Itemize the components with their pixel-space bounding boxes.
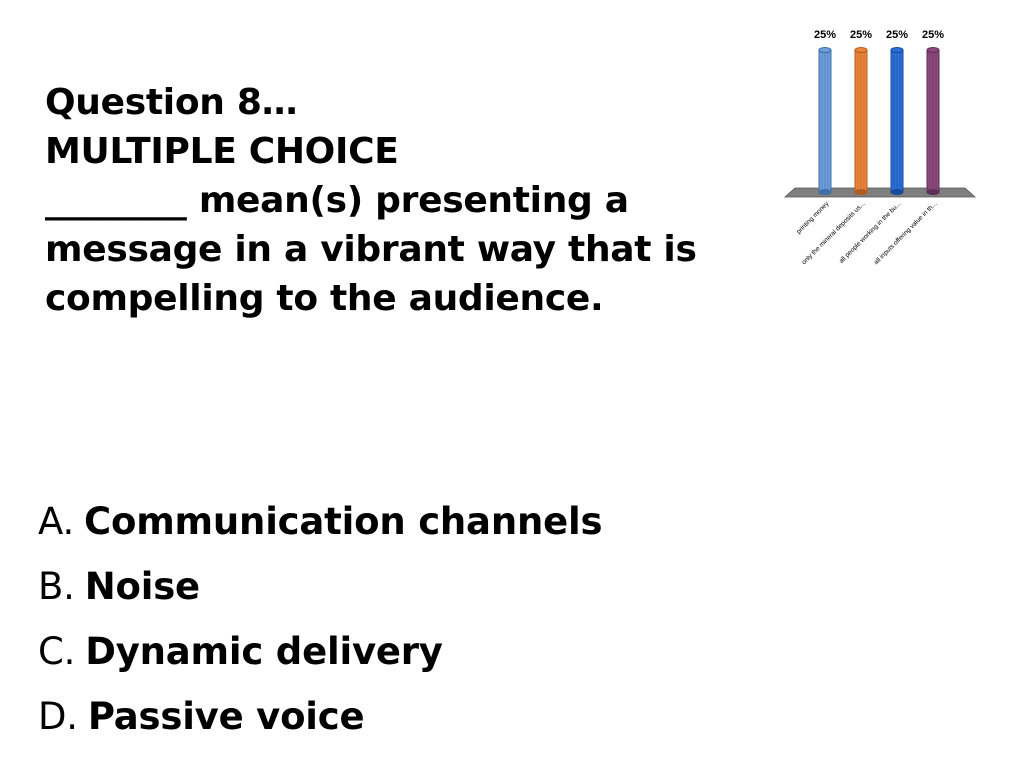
- answer-text-a: Communication channels: [84, 500, 603, 543]
- answer-list: A.Communication channels B.Noise C.Dynam…: [38, 494, 603, 754]
- answer-option-d[interactable]: D.Passive voice: [38, 689, 602, 754]
- chart-data-label: 25%: [850, 29, 872, 41]
- chart-category-label: all people working in the bu...: [838, 200, 903, 265]
- question-type: MULTIPLE CHOICE: [45, 131, 399, 172]
- chart-data-label: 25%: [814, 29, 836, 41]
- answer-option-a[interactable]: A.Communication channels: [38, 494, 603, 559]
- answer-option-c[interactable]: C.Dynamic delivery: [38, 624, 602, 689]
- question-body-line-1: ________ mean(s) presenting a: [45, 180, 629, 221]
- chart-data-label: 25%: [886, 29, 908, 41]
- answer-text-d: Passive voice: [87, 695, 365, 738]
- poll-results-chart: 25% printing money 25% only the mineral dep…: [770, 20, 990, 300]
- chart-category-label: all inputs offering value in th...: [873, 200, 939, 266]
- answer-text-b: Noise: [84, 565, 200, 608]
- chart-category-label: printing money: [795, 200, 831, 236]
- answer-text-c: Dynamic delivery: [85, 630, 443, 673]
- chart-bar-base: [854, 189, 868, 195]
- question-number: Question 8…: [45, 82, 298, 123]
- chart-bar-cap: [854, 47, 868, 53]
- chart-bar-base: [926, 189, 940, 195]
- chart-bar-cap: [890, 47, 904, 53]
- answer-letter-b: B.: [38, 565, 75, 608]
- question-body-line-2: message in a vibrant way that is: [45, 229, 697, 270]
- chart-data-label: 25%: [922, 29, 944, 41]
- question-body-line-3: compelling to the audience.: [45, 278, 604, 319]
- question-text: Question 8… MULTIPLE CHOICE ________ mea…: [45, 78, 765, 323]
- chart-bar-cap: [818, 47, 832, 53]
- answer-letter-c: C.: [38, 630, 76, 673]
- chart-bar-cap: [926, 47, 940, 53]
- chart-floor: [783, 187, 977, 198]
- chart-bar-base: [818, 189, 832, 195]
- answer-letter-d: D.: [38, 695, 78, 738]
- answer-option-b[interactable]: B.Noise: [38, 559, 602, 624]
- chart-category-label: only the mineral deposits us...: [801, 200, 867, 266]
- poll-results-chart-svg: 25% printing money 25% only the mineral dep…: [783, 29, 977, 266]
- answer-letter-a: A.: [38, 500, 75, 543]
- chart-bar-base: [890, 189, 904, 195]
